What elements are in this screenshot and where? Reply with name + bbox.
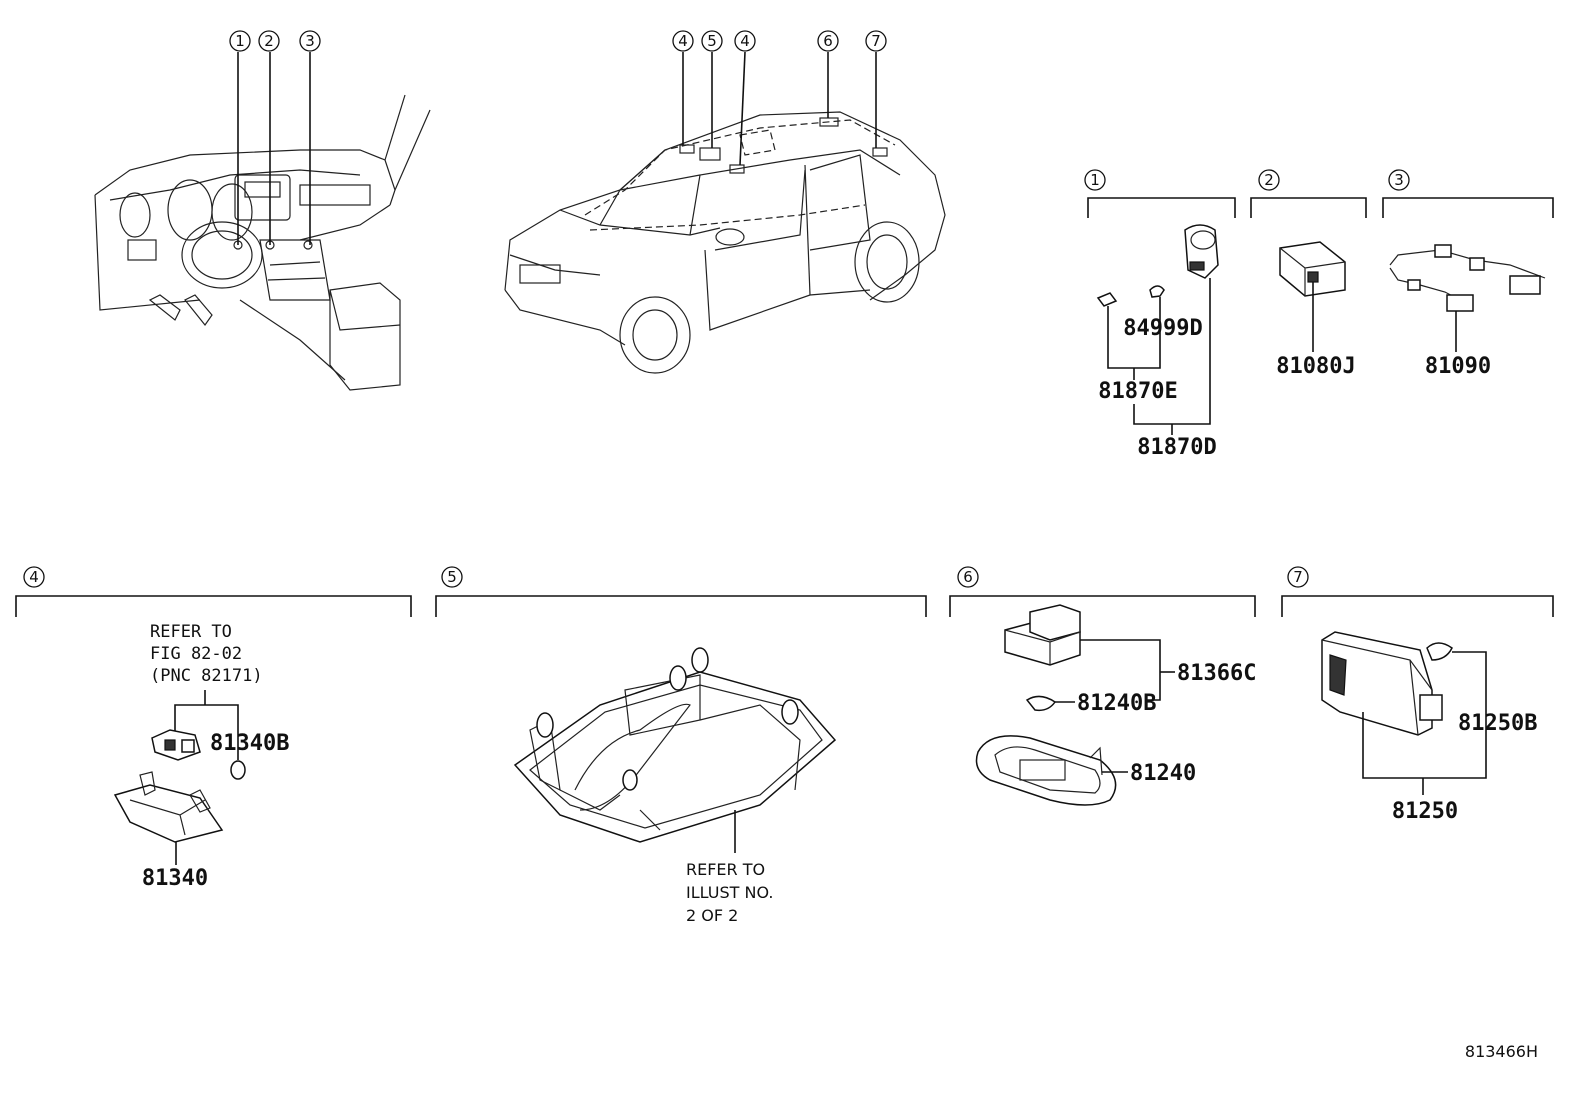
vehicle-callout-6: 6: [817, 30, 839, 52]
section-2-callout: [1258, 169, 1280, 191]
svg-text:2: 2: [264, 32, 274, 50]
dash-callout-2: 2: [258, 30, 280, 52]
svg-text:6: 6: [823, 32, 833, 50]
bulb-socket-icon: [1149, 285, 1165, 298]
section-1-callout: [1084, 169, 1106, 191]
lens-81240-icon: [975, 735, 1117, 806]
part-81240-label: 81240: [1130, 761, 1196, 786]
part-84999d-label: 84999D: [1123, 316, 1202, 341]
section-7: 7 81250B 81250: [1281, 566, 1554, 824]
bulb-84999d-icon: [1096, 292, 1118, 307]
section-1-bracket: [1087, 197, 1236, 218]
diagram-code: 813466H: [1465, 1042, 1538, 1061]
vehicle-callout-7: 7: [865, 30, 887, 52]
dashboard-illustration: [94, 52, 431, 391]
harness-connector-a-icon: [1434, 244, 1452, 258]
fig-ref-line-2: FIG 82-02: [150, 644, 242, 664]
illust-ref-line-3: 2 OF 2: [686, 906, 738, 925]
section-6-callout: [957, 566, 979, 588]
part-81870e-label: 81870E: [1098, 379, 1177, 404]
bulb-81240b-icon: [1025, 695, 1057, 712]
section-1-callout-number: 1: [1090, 171, 1100, 189]
section-4-bracket: [15, 595, 412, 617]
console-housing-icon: [513, 671, 837, 843]
svg-text:4: 4: [740, 32, 750, 50]
bulb-81340b-icon: [230, 760, 246, 780]
harness-connector-b-icon: [1509, 275, 1541, 295]
section-3: 3 81090: [1382, 169, 1554, 379]
section-5-callout: [441, 566, 463, 588]
svg-text:1: 1: [235, 32, 245, 50]
section-4: 4 REFER TO FIG 82-02 (PNC 82171) 81340B …: [15, 566, 412, 891]
svg-text:5: 5: [447, 568, 457, 586]
part-81250b-label: 81250B: [1458, 711, 1537, 736]
fig-ref-line-1: REFER TO: [150, 622, 232, 642]
section-5-bracket: [435, 595, 927, 617]
section-3-callout: [1388, 169, 1410, 191]
vehicle-callout-4b: 4: [734, 30, 756, 52]
part-81250-label: 81250: [1392, 799, 1458, 824]
section-1: 1 84999D 81870E 81870D: [1084, 169, 1236, 460]
section-7-bracket: [1281, 595, 1554, 617]
svg-text:7: 7: [871, 32, 881, 50]
section-5: 5 REFER TO ILLUST NO. 2 OF 2: [435, 566, 927, 925]
part-81366c-label: 81366C: [1177, 661, 1256, 686]
svg-text:3: 3: [305, 32, 315, 50]
part-81080j-label: 81080J: [1276, 354, 1355, 379]
svg-text:6: 6: [963, 568, 973, 586]
vehicle-callout-4a: 4: [672, 30, 694, 52]
illust-ref-line-1: REFER TO: [686, 860, 765, 879]
lamp-81250-icon: [1321, 631, 1433, 736]
svg-text:4: 4: [29, 568, 39, 586]
section-6-bracket: [949, 595, 1256, 617]
section-2-bracket: [1250, 197, 1367, 218]
section-7-callout: [1287, 566, 1309, 588]
lamp-connector-icon: [1419, 694, 1443, 721]
svg-text:7: 7: [1293, 568, 1303, 586]
svg-text:2: 2: [1264, 171, 1274, 189]
section-4-callout: [23, 566, 45, 588]
svg-text:3: 3: [1394, 171, 1404, 189]
svg-text:5: 5: [707, 32, 717, 50]
part-81240b-label: 81240B: [1077, 691, 1156, 716]
bulb-81250b-icon: [1426, 642, 1453, 661]
section-3-bracket: [1382, 197, 1554, 218]
part-81340-label: 81340: [142, 866, 208, 891]
fig-ref-line-3: (PNC 82171): [150, 666, 263, 686]
illust-ref-line-2: ILLUST NO.: [686, 883, 773, 902]
dash-callout-3: 3: [299, 30, 321, 52]
lamp-81340-icon: [113, 784, 224, 843]
vehicle-illustration: [504, 51, 946, 374]
svg-text:4: 4: [678, 32, 688, 50]
switch-81080j-icon: [1279, 241, 1346, 297]
part-81340b-label: 81340B: [210, 731, 289, 756]
part-81090-label: 81090: [1425, 354, 1491, 379]
part-81870d-label: 81870D: [1137, 435, 1216, 460]
section-6: 6 81366C 81240B 81240: [949, 566, 1256, 806]
section-2: 2 81080J: [1250, 169, 1367, 379]
vehicle-callout-5: 5: [701, 30, 723, 52]
dash-callout-1: 1: [229, 30, 251, 52]
